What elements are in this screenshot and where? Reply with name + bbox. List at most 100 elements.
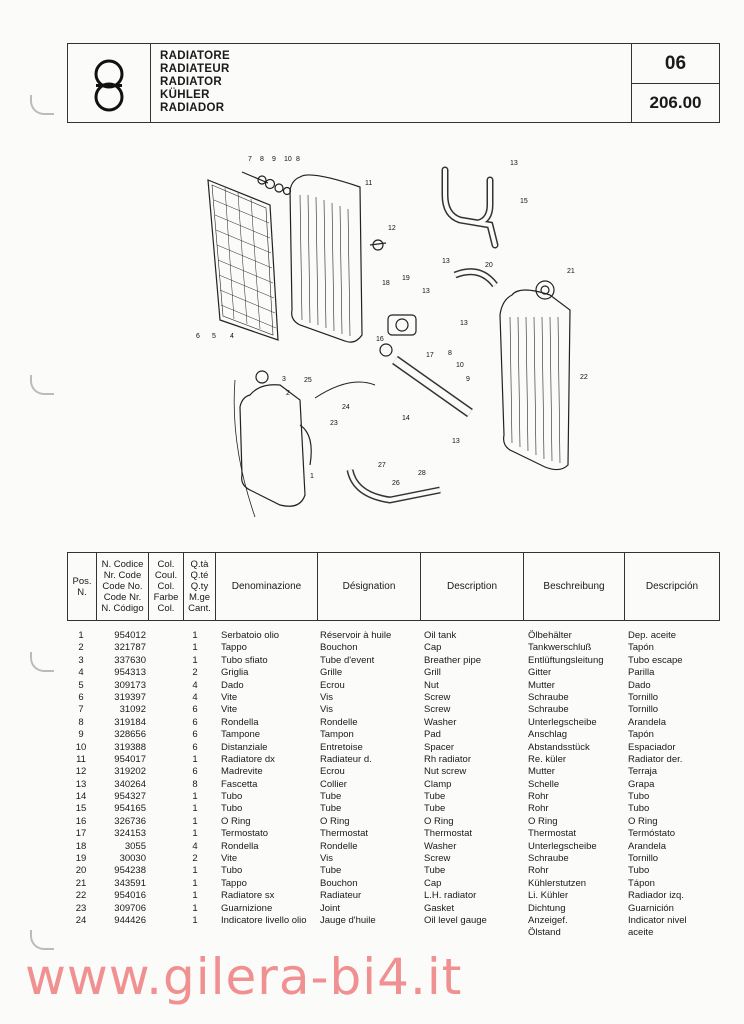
callout-numbers: 7 8 9 10 8 11 12 13 15 20 21 22 19 18 13… xyxy=(196,156,588,487)
cell-it: Tappo xyxy=(221,877,247,889)
logo-cell xyxy=(68,44,151,122)
col-pos-header: Pos. N. xyxy=(68,553,97,620)
cell-es: Tubo xyxy=(628,803,650,815)
callout: 25 xyxy=(304,377,312,384)
cell-it: Indicatore livello olio xyxy=(221,914,307,926)
cell-en: Oil tank xyxy=(424,630,457,641)
cell-fr: Bouchon xyxy=(320,642,358,654)
cell-de: Unterlegscheibe xyxy=(528,840,597,852)
cell-de: O Ring xyxy=(528,815,558,827)
cell-es: Parilla xyxy=(628,667,655,679)
cell-es: Dado xyxy=(628,679,651,691)
header-line: Farbe xyxy=(153,592,179,603)
cell-code: 309706 xyxy=(114,902,146,914)
header-line: Q.tà xyxy=(190,559,209,570)
cell-pos: 11 xyxy=(76,753,86,765)
watermark-url: www.gilera-bi4.it xyxy=(25,948,463,1006)
cell-qty: 1 xyxy=(192,877,198,889)
cell-qty: 2 xyxy=(192,667,198,679)
cell-qty: 1 xyxy=(192,630,198,641)
cell-pos: 21 xyxy=(75,877,87,889)
cell-fr: Ecrou xyxy=(320,679,345,691)
callout: 9 xyxy=(466,376,470,383)
cell-it: Vite xyxy=(221,691,238,703)
cell-de: Rohr xyxy=(528,791,549,803)
cell-pos: 18 xyxy=(75,840,87,852)
cell-de: Anschlag xyxy=(528,729,568,741)
cell-en: Washer xyxy=(424,716,457,728)
header-line: M.ge xyxy=(188,592,211,603)
cell-de: Schraube xyxy=(528,853,569,865)
cell-code: 340264 xyxy=(114,778,146,790)
cell-qty: 1 xyxy=(192,815,198,827)
cell-it: Termostato xyxy=(221,828,268,840)
callout: 9 xyxy=(272,156,276,163)
cell-fr: Entretoise xyxy=(320,741,363,753)
cell-de: Schraube xyxy=(528,691,569,703)
section-number: 06 xyxy=(632,44,719,84)
title-es: RADIADOR xyxy=(160,102,225,114)
cell-it: Tubo sfiato xyxy=(221,654,268,666)
cell-qty: 1 xyxy=(192,753,198,765)
cell-qty: 6 xyxy=(192,716,198,728)
cell-de: Abstandsstück xyxy=(528,741,590,753)
callout: 26 xyxy=(392,480,400,487)
grill-drawing xyxy=(207,179,279,341)
header-line: N. Código xyxy=(101,603,144,614)
callout: 28 xyxy=(418,470,426,477)
cell-en: Clamp xyxy=(424,778,452,790)
header-line: Cant. xyxy=(188,603,211,614)
cell-qty: 1 xyxy=(192,654,198,666)
cell-en: O Ring xyxy=(424,815,454,827)
cell-es: Indicator nivel xyxy=(628,914,687,926)
cell-code: 954017 xyxy=(114,753,146,765)
cell-es: Tornillo xyxy=(628,853,659,865)
cell-es: aceite xyxy=(628,927,654,939)
callout: 13 xyxy=(442,258,450,265)
cell-es: Tornillo xyxy=(628,704,659,716)
cell-en: Nut screw xyxy=(424,766,467,778)
cell-de: Mutter xyxy=(528,679,555,691)
upper-hose-drawing xyxy=(441,166,499,249)
header-line: Code Nr. xyxy=(103,592,142,603)
cell-fr: Réservoir à huile xyxy=(320,630,392,641)
cell-qty: 6 xyxy=(192,766,198,778)
cell-es: Radiador izq. xyxy=(628,890,684,902)
callout: 20 xyxy=(485,262,493,269)
cell-code: 328656 xyxy=(114,729,146,741)
title-it: RADIATORE xyxy=(160,50,230,62)
cell-es: Tubo xyxy=(628,791,650,803)
title-fr: RADIATEUR xyxy=(160,63,230,75)
header-line: Col. xyxy=(157,581,175,592)
col-fr-header: Désignation xyxy=(318,553,421,620)
col-it-header: Denominazione xyxy=(216,553,318,620)
callout: 13 xyxy=(452,438,460,445)
cell-it: Serbatoio olio xyxy=(221,630,280,641)
cell-code: 3055 xyxy=(124,840,146,852)
cell-code: 337630 xyxy=(114,654,146,666)
callout: 2 xyxy=(286,390,290,397)
cell-en: Screw xyxy=(424,853,451,865)
cell-code: 321787 xyxy=(114,642,146,654)
cell-it: O Ring xyxy=(221,815,251,827)
cell-de: Re. küler xyxy=(528,753,567,765)
cell-pos: 23 xyxy=(75,902,87,914)
callout: 4 xyxy=(230,333,234,340)
cell-pos: 1 xyxy=(78,630,84,641)
cell-qty: 1 xyxy=(192,902,198,914)
col-es-header: Descripción xyxy=(645,581,699,592)
cell-de: Rohr xyxy=(528,865,549,877)
cell-fr: Grille xyxy=(320,667,343,679)
cell-qty: 1 xyxy=(192,803,198,815)
cell-code: 954238 xyxy=(114,865,146,877)
callout: 12 xyxy=(388,225,396,232)
callout: 27 xyxy=(378,462,386,469)
cell-en: L.H. radiator xyxy=(424,890,477,902)
cell-en: Washer xyxy=(424,840,457,852)
cell-es: Guarnición xyxy=(628,902,674,914)
